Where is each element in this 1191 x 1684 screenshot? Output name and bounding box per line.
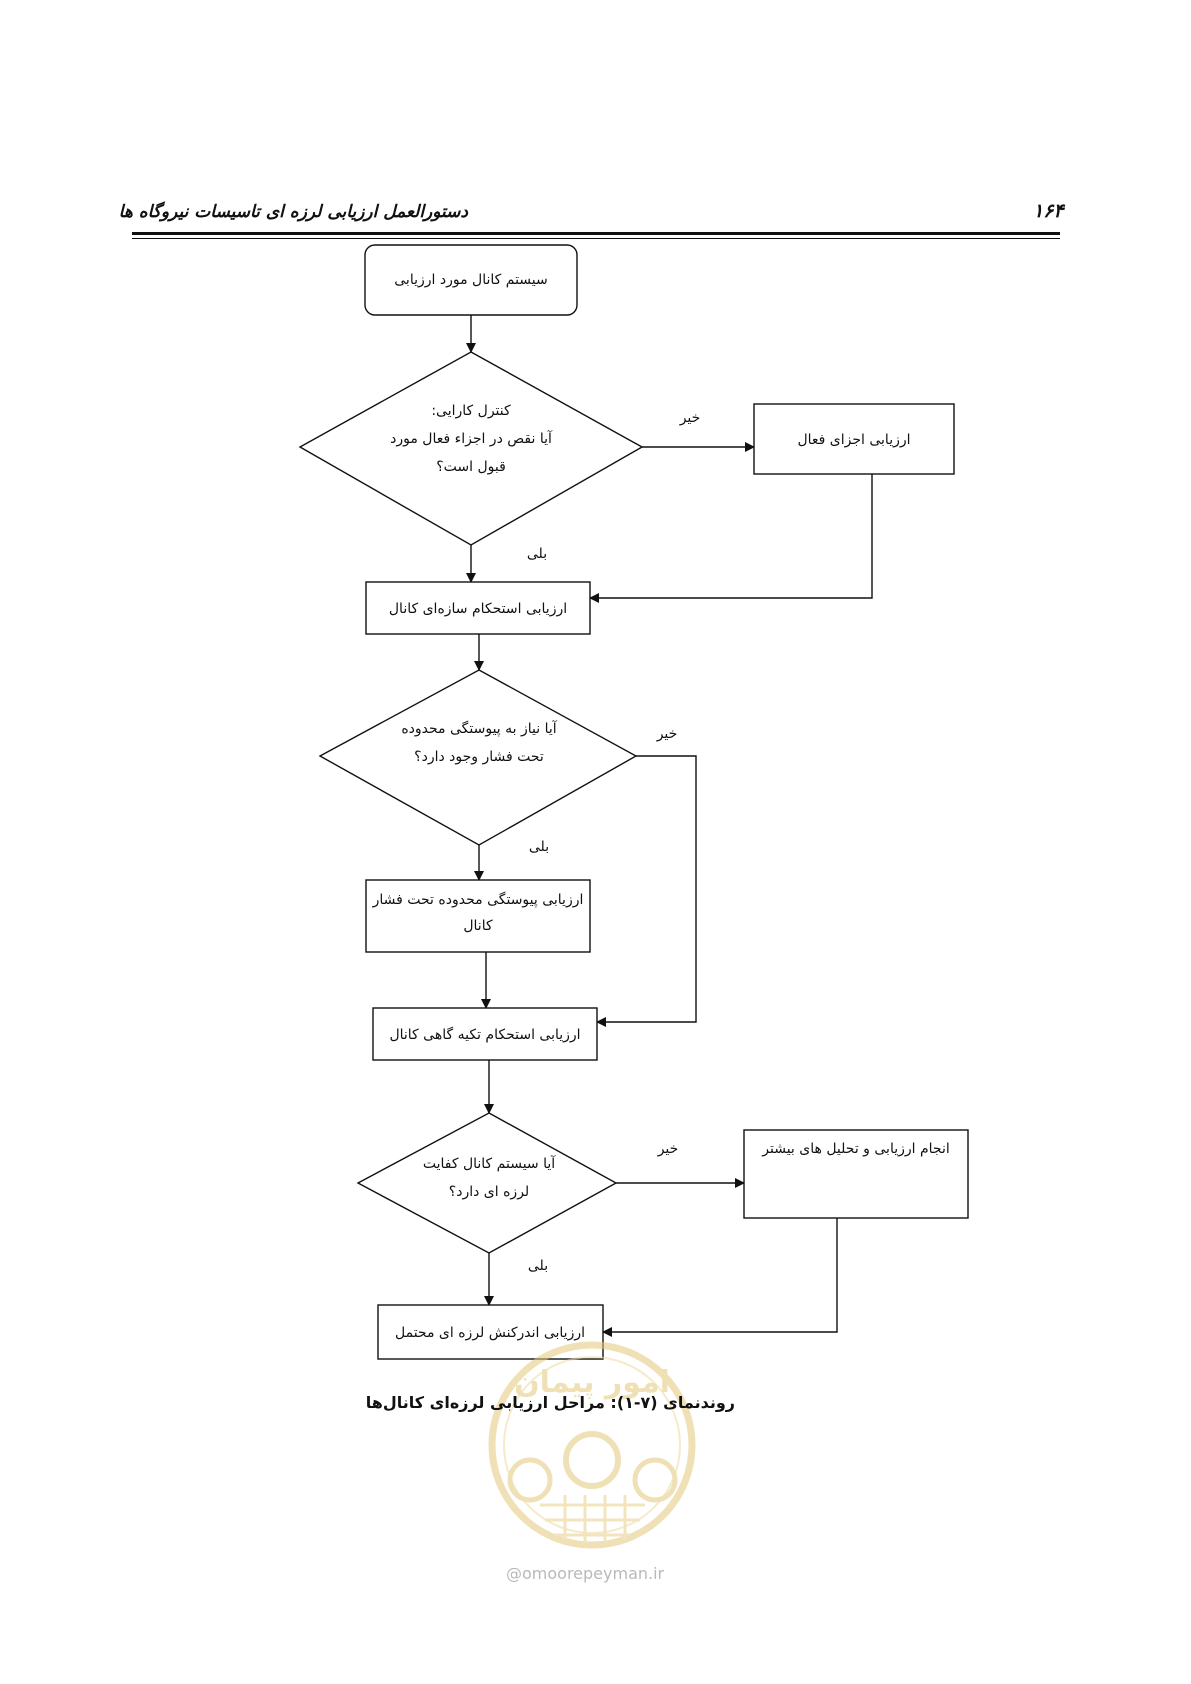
support-eval-box bbox=[372, 1007, 598, 1061]
further-eval-box bbox=[743, 1129, 969, 1219]
header-rule-thin bbox=[132, 238, 1060, 239]
arrow-decision2-no bbox=[596, 755, 697, 1027]
running-header-title: دستورالعمل ارزیابی لرزه ای تاسیسات نیروگ… bbox=[118, 202, 468, 222]
decision3-no-label: خیر bbox=[657, 1141, 679, 1157]
figure-caption: روندنمای (۷-۱): مراحل ارزیابی لرزه‌ای کا… bbox=[365, 1393, 735, 1412]
at-icon: @ bbox=[506, 1564, 522, 1583]
decision2-line2: تحت فشار وجود دارد؟ bbox=[414, 749, 544, 765]
arrow-further-to-interaction bbox=[602, 1218, 838, 1337]
decision3-line1: آیا سیستم کانال کفایت bbox=[423, 1155, 556, 1172]
watermark-logo-text: امور پیمان bbox=[514, 1365, 670, 1400]
support-eval-label: ارزیابی استحکام تکیه گاهی کانال bbox=[389, 1026, 580, 1043]
further-eval-label: انجام ارزیابی و تحلیل های بیشتر bbox=[761, 1141, 949, 1157]
arrow-active-to-structural bbox=[589, 474, 873, 603]
watermark-url: @omoorepeyman.ir bbox=[506, 1564, 664, 1583]
decision2-yes-label: بلی bbox=[529, 839, 549, 855]
page-number: ۱۶۴ bbox=[1033, 200, 1064, 222]
decision1-line1: کنترل کارایی: bbox=[431, 403, 511, 419]
decision1-line2: آیا نقص در اجزاء فعال مورد bbox=[390, 430, 553, 447]
watermark-url-text: omoorepeyman.ir bbox=[522, 1564, 665, 1583]
start-box-label: سیستم کانال مورد ارزیابی bbox=[394, 272, 547, 288]
decision3-yes-label: بلی bbox=[528, 1258, 548, 1274]
decision3-diamond bbox=[356, 1112, 618, 1254]
decision1-yes-label: بلی bbox=[527, 546, 547, 562]
decision3-line2: لرزه ای دارد؟ bbox=[449, 1184, 529, 1200]
active-eval-box bbox=[753, 403, 955, 475]
header-rule-thick bbox=[132, 232, 1060, 235]
decision1-diamond bbox=[298, 351, 644, 546]
decision2-no-label: خیر bbox=[656, 726, 678, 742]
structural-eval-box bbox=[365, 581, 591, 635]
pressure-eval-line1: ارزیابی پیوستگی محدوده تحت فشار bbox=[372, 891, 584, 908]
active-eval-label: ارزیابی اجزای فعال bbox=[797, 432, 910, 448]
pressure-eval-box bbox=[365, 879, 591, 953]
structural-eval-label: ارزیابی استحکام سازه‌ای کانال bbox=[389, 601, 567, 617]
watermark-logo: امور پیمان bbox=[488, 1341, 696, 1549]
decision1-no-label: خیر bbox=[679, 410, 701, 426]
decision2-line1: آیا نیاز به پیوستگی محدوده bbox=[401, 720, 557, 737]
interaction-eval-label: ارزیابی اندرکنش لرزه ای محتمل bbox=[395, 1325, 585, 1341]
pressure-eval-line2: کانال bbox=[463, 918, 493, 934]
decision1-line3: قبول است؟ bbox=[436, 459, 506, 475]
